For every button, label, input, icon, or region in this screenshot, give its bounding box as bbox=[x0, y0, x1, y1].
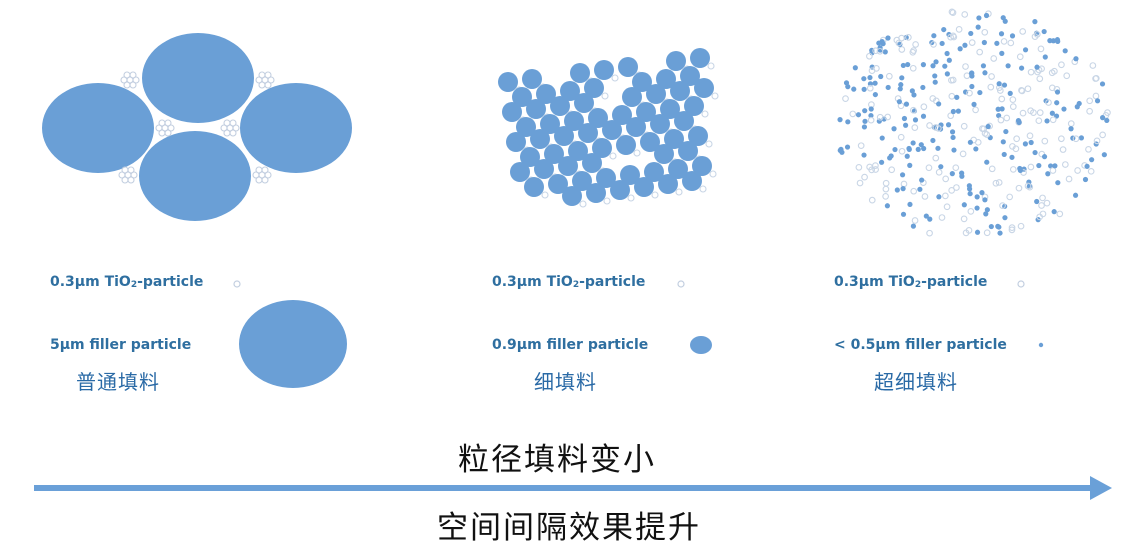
arrow-top-caption: 粒径填料变小 bbox=[458, 442, 656, 478]
tio2-legend-icon-1 bbox=[233, 280, 241, 288]
tio2-label-3: 0.3µm TiO2-particle bbox=[834, 274, 988, 290]
filler-type-label-3: 超细填料 bbox=[874, 370, 958, 394]
normal-filler-diagram bbox=[42, 33, 352, 221]
filler-legend-icon-2 bbox=[690, 336, 712, 354]
filler-label-3: < 0.5µm filler particle bbox=[834, 337, 1007, 353]
ultrafine-filler-diagram bbox=[837, 8, 1111, 237]
tio2-legend-icon-3 bbox=[1017, 280, 1025, 288]
direction-arrow bbox=[34, 476, 1112, 500]
filler-type-label-1: 普通填料 bbox=[76, 370, 160, 394]
filler-label-2: 0.9µm filler particle bbox=[492, 337, 649, 353]
arrow-bottom-caption: 空间间隔效果提升 bbox=[437, 510, 701, 546]
filler-legend-icon-1 bbox=[239, 300, 347, 388]
filler-type-label-2: 细填料 bbox=[534, 370, 597, 394]
tio2-legend-icon-2 bbox=[677, 280, 685, 288]
tio2-label-1: 0.3µm TiO2-particle bbox=[50, 274, 204, 290]
filler-legend-icon-3 bbox=[1038, 342, 1044, 348]
tio2-label-2: 0.3µm TiO2-particle bbox=[492, 274, 646, 290]
fine-filler-diagram bbox=[498, 48, 719, 208]
filler-label-1: 5µm filler particle bbox=[50, 337, 192, 353]
